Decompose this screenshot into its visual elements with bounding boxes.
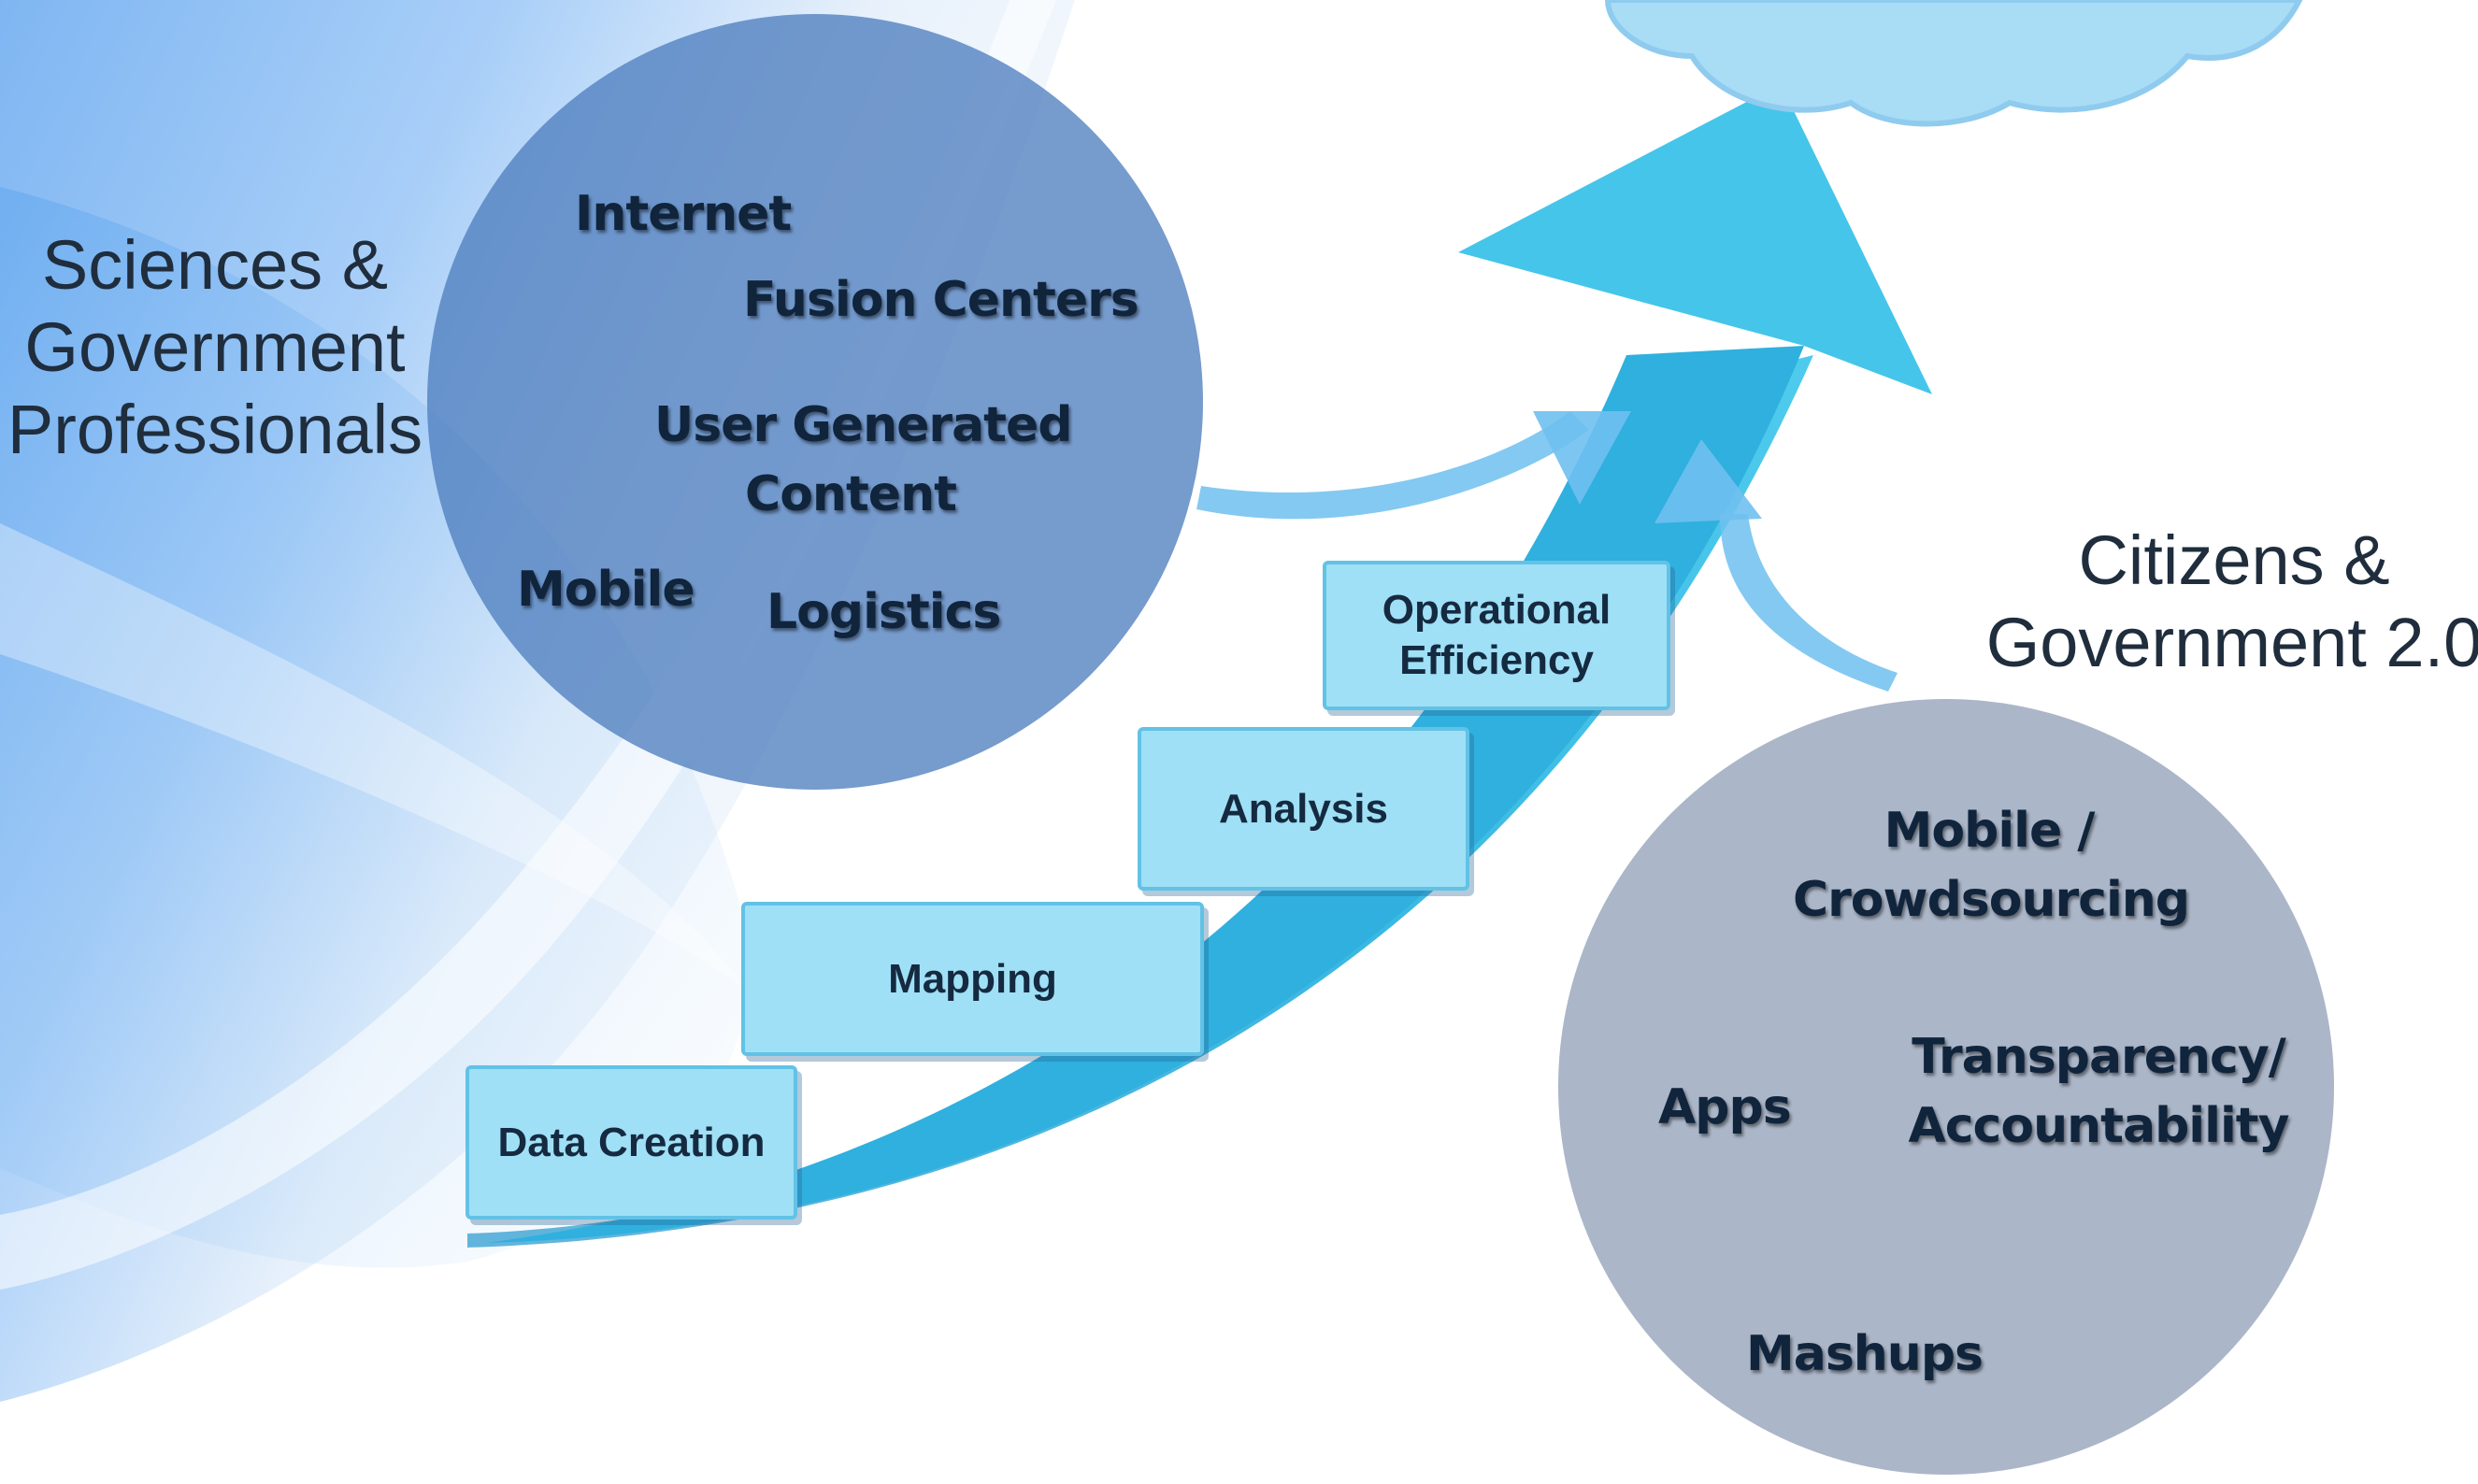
step-label: Operational	[1382, 587, 1611, 633]
label-line: Government	[24, 308, 406, 386]
label-line: Government 2.0	[1985, 604, 2478, 681]
term-apps: Apps	[1658, 1079, 1792, 1135]
term-transparency-accountability: Transparency/ Accountability	[1898, 1022, 2299, 1161]
step-mapping: Mapping	[741, 902, 1204, 1056]
term-logistics: Logistics	[766, 584, 1001, 640]
term-line: User Generated	[654, 397, 1073, 453]
term-fusion-centers: Fusion Centers	[743, 272, 1139, 328]
term-line: Content	[745, 466, 957, 522]
term-mobile: Mobile	[517, 562, 695, 618]
sciences-government-label: Sciences & Government Professionals	[0, 224, 430, 471]
term-mobile-crowdsourcing: Mobile / Crowdsourcing	[1793, 796, 2190, 935]
right-circle	[1558, 699, 2334, 1475]
term-internet: Internet	[575, 186, 792, 242]
step-operational-efficiency: Operational Efficiency	[1323, 561, 1670, 710]
term-line: Transparency/	[1912, 1029, 2285, 1085]
term-line: Crowdsourcing	[1793, 872, 2190, 928]
term-line: Mobile /	[1884, 803, 2096, 859]
step-label: Analysis	[1219, 785, 1388, 832]
step-label: Efficiency	[1399, 637, 1594, 683]
step-label: Mapping	[888, 955, 1057, 1002]
step-label: Data Creation	[497, 1119, 766, 1165]
left-circle	[427, 14, 1203, 790]
step-analysis: Analysis	[1138, 727, 1469, 891]
label-line: Citizens &	[2078, 521, 2390, 599]
label-line: Sciences &	[41, 226, 389, 304]
term-mashups: Mashups	[1746, 1326, 1984, 1382]
citizens-government-label: Citizens & Government 2.0	[1972, 520, 2478, 684]
step-data-creation: Data Creation	[466, 1065, 797, 1220]
label-line: Professionals	[7, 391, 423, 468]
term-user-generated-content: User Generated Content	[654, 391, 1073, 529]
term-line: Accountability	[1908, 1098, 2289, 1154]
